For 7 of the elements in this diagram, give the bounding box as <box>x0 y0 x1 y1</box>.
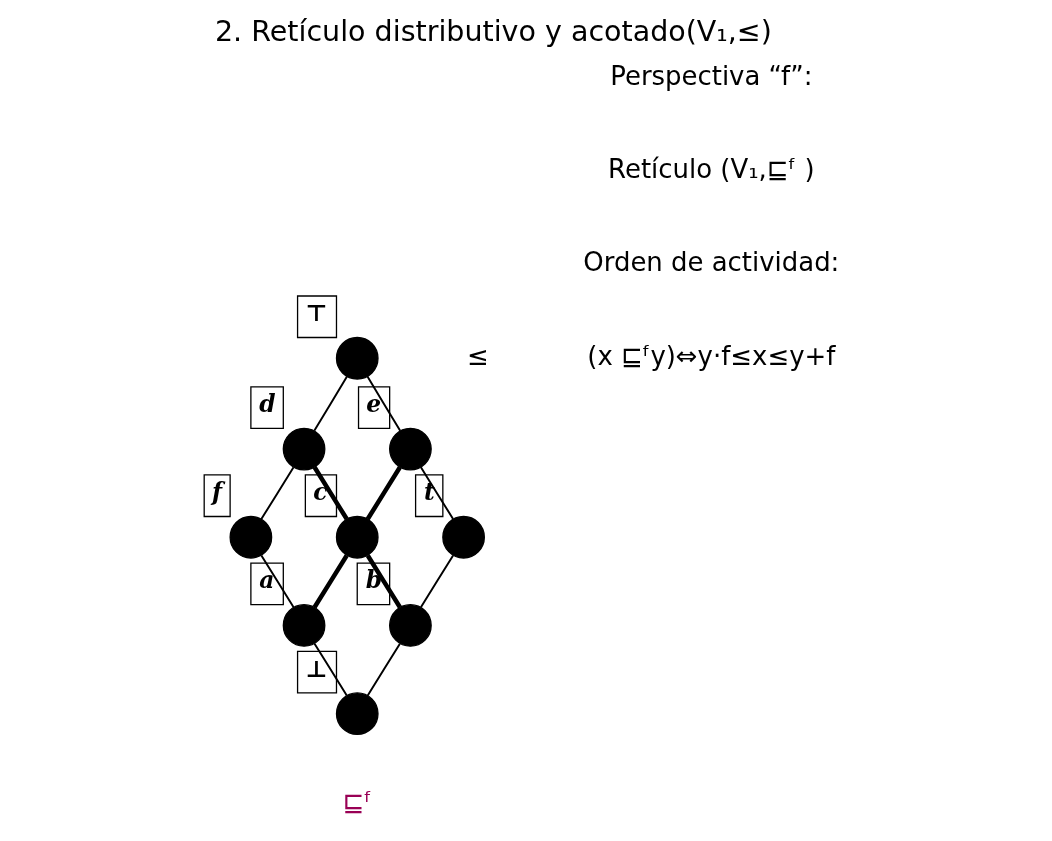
label: Retículo (V₁,⊑ᶠ ) <box>607 153 815 184</box>
label: Orden de actividad: <box>582 247 839 278</box>
label: (x ⊑ᶠy)⇔y·f≤x≤y+f <box>586 340 835 371</box>
diagram-title: 2. Retículo distributivo y acotado(V₁,≤) <box>214 15 772 49</box>
label: ⊑ᶠ <box>342 786 372 817</box>
label: ≤ <box>466 340 489 371</box>
label: Perspectiva “f”: <box>609 60 812 91</box>
